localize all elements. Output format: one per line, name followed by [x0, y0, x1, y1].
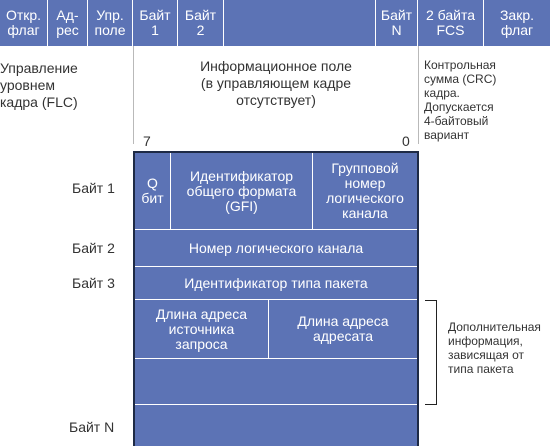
channel-number-cell: Номер логического канала — [135, 230, 417, 266]
gfi-cell: Идентификатор общего формата (GFI) — [171, 153, 312, 229]
byte-2-label: Байт 2 — [72, 240, 115, 256]
separator — [268, 300, 269, 358]
separator — [135, 229, 417, 230]
bit-7-label: 7 — [143, 133, 151, 149]
byte-1-label: Байт 1 — [72, 180, 115, 196]
separator — [135, 358, 417, 359]
dst-addr-len-cell: Длина адреса адресата — [269, 300, 417, 358]
info-field-label: Информационное поле (в управляющем кадре… — [200, 58, 352, 108]
separator — [135, 404, 417, 405]
src-addr-len-cell: Длина адреса источника запроса — [135, 300, 268, 358]
header-byte-2: Байт 2 — [178, 0, 224, 46]
guide-line-left — [133, 46, 134, 144]
header-gap — [224, 0, 376, 46]
separator — [170, 153, 171, 229]
separator — [312, 153, 313, 229]
flc-label: Управление уровнем кадра (FLC) — [0, 60, 78, 110]
header-address: Ад- рес — [48, 0, 88, 46]
header-control-field: Упр. поле — [88, 0, 133, 46]
extra-info-bracket — [425, 300, 437, 405]
header-byte-1: Байт 1 — [133, 0, 178, 46]
extra-info-label: Дополнительная информация, зависящая от … — [448, 320, 541, 376]
bit-0-label: 0 — [402, 133, 410, 149]
q-bit-cell: Q бит — [135, 153, 170, 229]
byte-n-label: Байт N — [69, 419, 115, 435]
header-open-flag: Откр. флаг — [0, 0, 48, 46]
byte-3-label: Байт 3 — [72, 275, 115, 291]
guide-line-right — [418, 46, 419, 144]
packet-type-cell: Идентификатор типа пакета — [135, 267, 417, 299]
separator — [135, 299, 417, 300]
byte-n-cell — [135, 405, 417, 446]
header-byte-n: Байт N — [376, 0, 418, 46]
separator — [135, 266, 417, 267]
extra-info-cell — [135, 359, 417, 404]
group-number-cell: Групповой номер логического канала — [313, 153, 417, 229]
header-fcs: 2 байта FCS — [418, 0, 484, 46]
header-close-flag: Закр. флаг — [484, 0, 550, 46]
fcs-note: Контрольная сумма (CRC) кадра. Допускает… — [424, 58, 497, 142]
